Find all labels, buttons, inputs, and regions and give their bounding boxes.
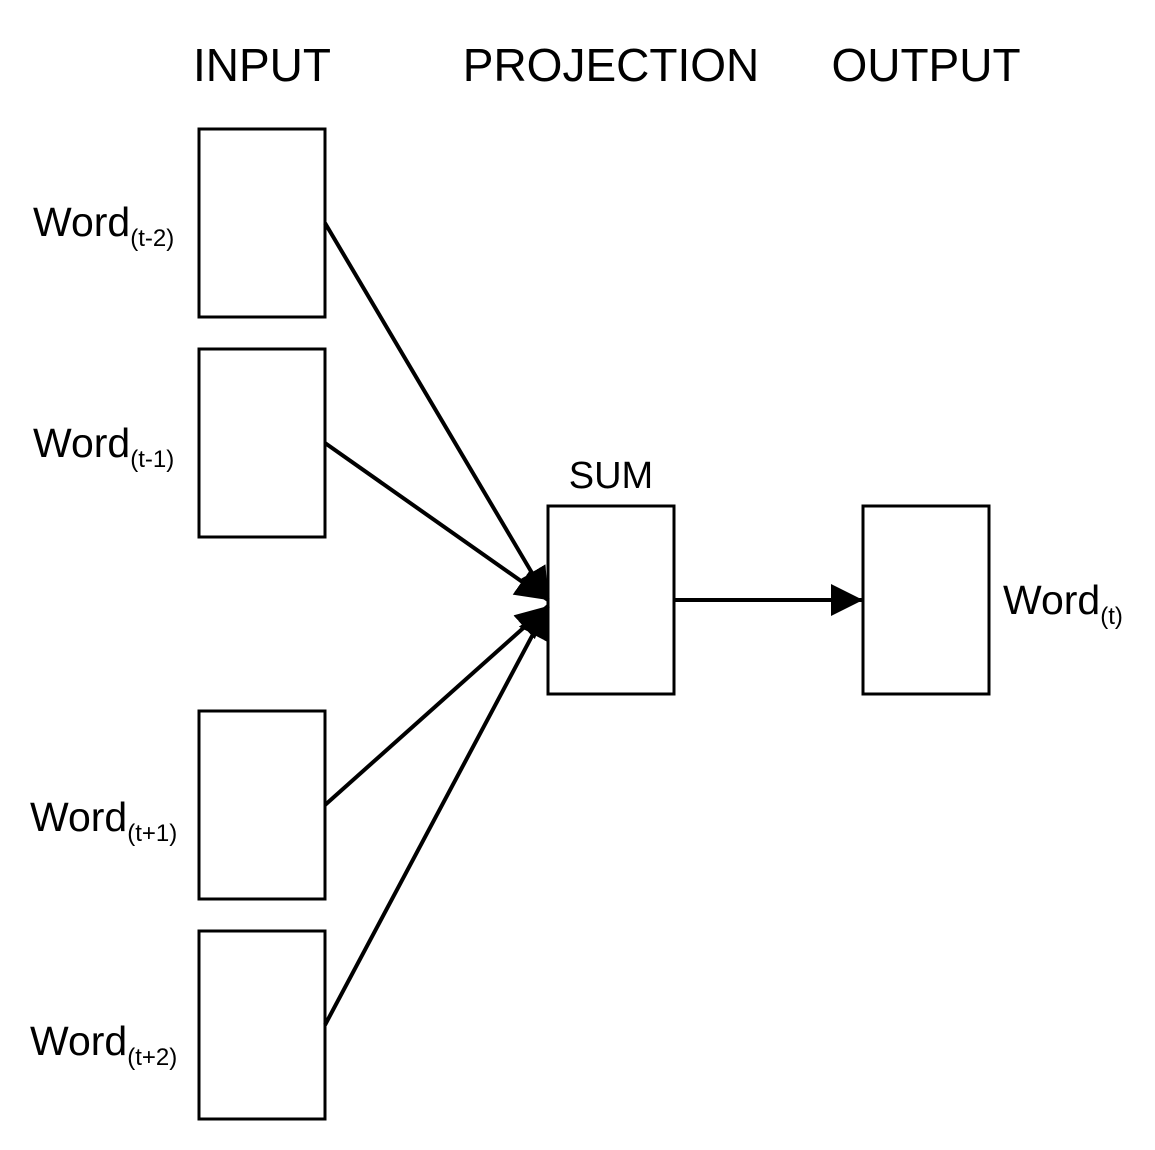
edge-t-plus-1-to-sum [323, 604, 550, 807]
input-label-t-plus-2: Word(t+2) [30, 1018, 177, 1071]
input-word-t-minus-1: Word [33, 420, 130, 466]
input-box-t-minus-1 [197, 347, 327, 539]
input-subscript-t-plus-1: (t+1) [127, 820, 177, 847]
input-box-t-plus-1 [197, 709, 327, 901]
input-box-t-minus-2 [197, 127, 327, 319]
output-box [861, 504, 991, 696]
input-label-t-plus-1: Word(t+1) [30, 794, 177, 847]
input-subscript-t-plus-2: (t+2) [127, 1044, 177, 1071]
input-column-header: INPUT [193, 39, 331, 91]
input-subscript-t-minus-1: (t-1) [130, 446, 174, 473]
sum-label: SUM [569, 455, 653, 497]
output-subscript: (t) [1100, 603, 1123, 630]
input-word-t-minus-2: Word [33, 199, 130, 245]
input-subscript-t-minus-2: (t-2) [130, 225, 174, 252]
edge-t-minus-1-to-sum [323, 441, 550, 602]
input-word-t-plus-2: Word [30, 1018, 127, 1064]
edge-t-plus-2-to-sum [323, 605, 550, 1026]
output-word: Word [1003, 577, 1100, 623]
input-label-t-minus-2: Word(t-2) [33, 199, 174, 252]
input-box-t-plus-2 [197, 929, 327, 1121]
projection-sum-box [546, 504, 676, 696]
projection-column-header: PROJECTION [463, 39, 759, 91]
output-column-header: OUTPUT [831, 39, 1020, 91]
input-word-t-plus-1: Word [30, 794, 127, 840]
output-label: Word(t) [1003, 577, 1123, 630]
edge-t-minus-2-to-sum [323, 221, 550, 602]
input-label-t-minus-1: Word(t-1) [33, 420, 174, 473]
